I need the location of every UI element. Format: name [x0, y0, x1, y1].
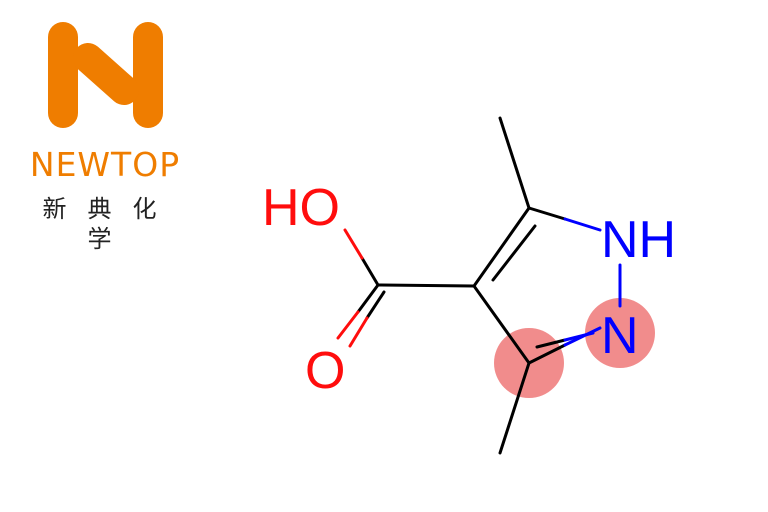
bond-c4-carboxyl: [376, 283, 476, 288]
label-hydroxyl: HO: [262, 179, 340, 237]
bond-c-oh-black: [360, 256, 380, 287]
label-n: N: [601, 307, 639, 365]
bond-c-oh-red: [343, 228, 364, 260]
highlight-n2: [585, 298, 655, 368]
bond-c-o-black: [356, 283, 380, 314]
highlight-c3: [494, 328, 564, 398]
bond-c-o-inner-red: [348, 316, 369, 348]
bond-c3-n2-blue: [563, 326, 602, 347]
logo-name: NEWTOP: [29, 145, 181, 184]
bond-c-o-inner-black: [365, 290, 386, 320]
logo-chinese-name: 新典化学: [42, 195, 178, 253]
bond-c3-n2-black: [527, 343, 567, 365]
bond-methyl-top: [498, 116, 531, 210]
bond-c-o-red: [336, 310, 360, 340]
label-carbonyl-oxygen: O: [305, 342, 345, 400]
bond-methyl-bottom: [498, 361, 531, 455]
bond-c4-c5-inner: [491, 224, 537, 282]
bond-c3-n2-inner-black: [535, 338, 567, 349]
bond-c4-c3: [472, 284, 531, 365]
bond-c5-n1-blue: [563, 217, 602, 232]
logo-mark-icon: [48, 22, 163, 128]
bond-c5-n1-black: [527, 206, 567, 221]
label-nh: NH: [601, 211, 676, 269]
bond-c3-n2-inner-blue: [563, 331, 595, 342]
bond-c4-c5: [472, 206, 531, 288]
